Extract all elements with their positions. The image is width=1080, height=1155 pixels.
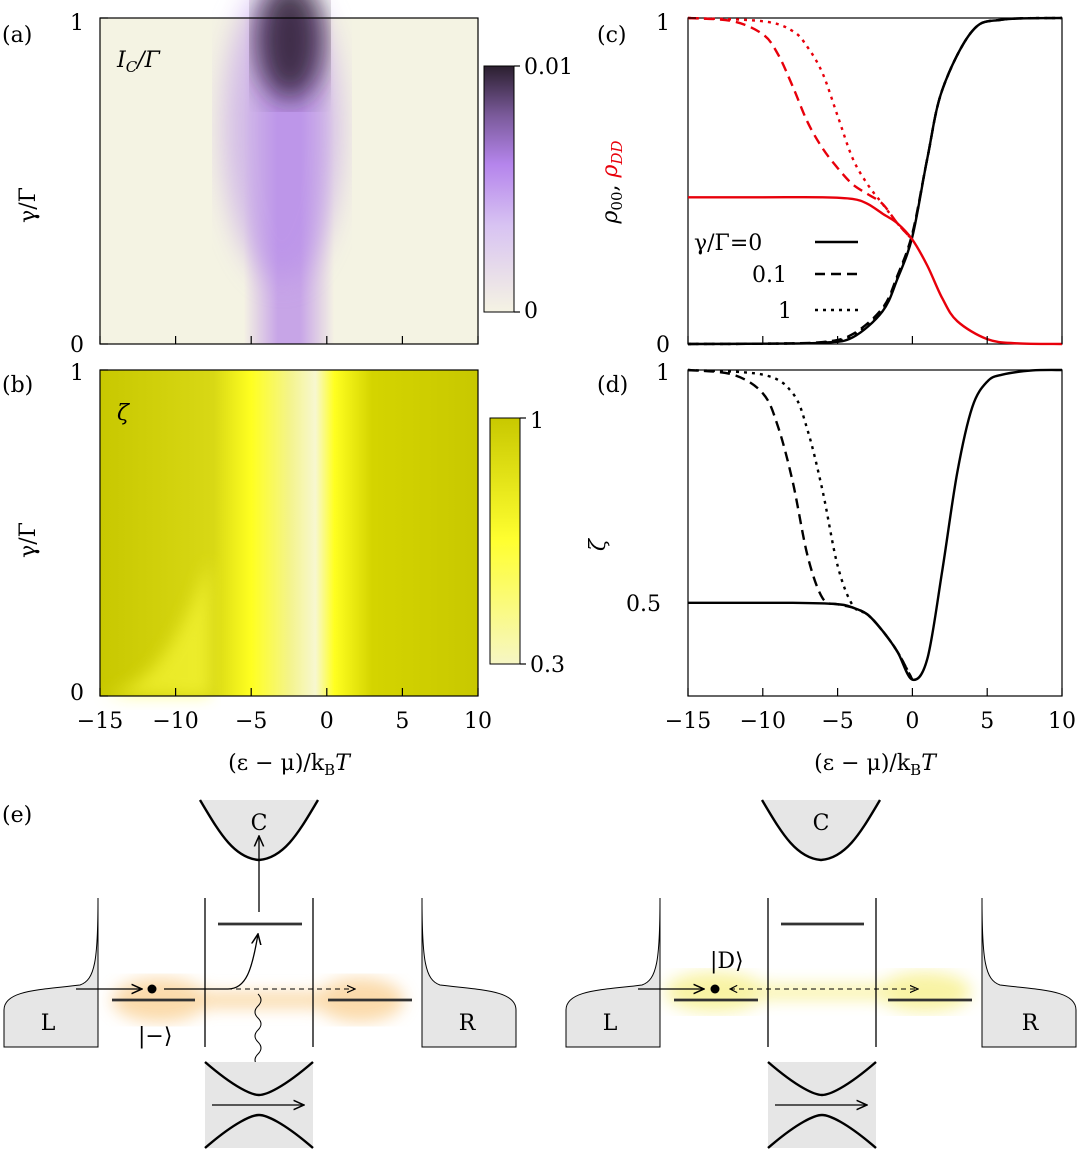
legend-c: γ/Γ=0 0.1 1 bbox=[694, 231, 858, 324]
x-tick-label: −5 bbox=[821, 709, 853, 734]
y-label-b: γ/Γ bbox=[16, 522, 41, 558]
series-line-c-4 bbox=[687, 16, 914, 241]
y-label-d: ζ bbox=[586, 537, 611, 551]
lead-R-left: R bbox=[459, 1011, 477, 1036]
panel-d: 1 0.5 ζ −15 −10 −5 0 5 10 (ε − μ)/kBT bbox=[586, 361, 1076, 779]
y-ticks-a: 1 0 bbox=[70, 11, 108, 358]
state-label-left: |−⟩ bbox=[138, 1024, 172, 1049]
series-line-c-2 bbox=[687, 16, 1063, 346]
colorbar-a-min: 0 bbox=[524, 299, 538, 324]
series-line-d-1 bbox=[687, 368, 914, 681]
y-ticks-b: 1 0 bbox=[70, 361, 108, 706]
series-line-c-1 bbox=[687, 16, 1063, 346]
series-line-c-5 bbox=[687, 16, 914, 241]
y-label-c: ρ00, ρDD bbox=[598, 140, 626, 224]
inset-label-b: ζ bbox=[117, 401, 131, 426]
legend-entry-2: 1 bbox=[778, 299, 792, 324]
x-tick-label: 10 bbox=[464, 709, 492, 734]
y-tick-c-0: 0 bbox=[656, 333, 670, 358]
series-line-d-0 bbox=[687, 368, 1063, 682]
series-line-c-3 bbox=[687, 195, 1063, 346]
cavity-label-right: C bbox=[813, 811, 830, 836]
colorbar-a bbox=[483, 65, 515, 313]
x-tick-label: 0 bbox=[320, 709, 334, 734]
y-ticks-c: 1 0 bbox=[656, 11, 696, 358]
legend-entry-1: 0.1 bbox=[752, 263, 787, 288]
colorbar-a-max: 0.01 bbox=[524, 55, 573, 80]
y-tick-a-1: 1 bbox=[70, 11, 84, 36]
y-label-a: γ/Γ bbox=[16, 187, 41, 223]
series-line-d-2 bbox=[687, 368, 914, 681]
legend-entry-0: γ/Γ=0 bbox=[694, 231, 762, 256]
panel-label-a: (a) bbox=[2, 23, 32, 48]
x-label-b: (ε − μ)/kBT bbox=[228, 751, 352, 779]
x-tick-label: 5 bbox=[395, 709, 409, 734]
y-tick-c-1: 1 bbox=[656, 11, 670, 36]
x-tick-label: −5 bbox=[235, 709, 267, 734]
lead-R-right: R bbox=[1022, 1011, 1040, 1036]
colorbar-b-min: 0.3 bbox=[530, 653, 565, 678]
lead-L-right: L bbox=[603, 1011, 618, 1036]
panel-label-d: (d) bbox=[597, 373, 628, 398]
heatmap-a-peak bbox=[256, 0, 324, 100]
x-tick-label: 10 bbox=[1048, 709, 1076, 734]
x-tick-label: −10 bbox=[152, 709, 198, 734]
x-tick-label: −15 bbox=[665, 709, 711, 734]
state-label-right: |D⟩ bbox=[710, 949, 744, 974]
lead-L-left: L bbox=[41, 1011, 56, 1036]
y-tick-d-1: 1 bbox=[656, 361, 670, 386]
panel-e-left: C L R |−⟩ bbox=[3, 799, 517, 1149]
y-tick-d-05: 0.5 bbox=[626, 592, 661, 617]
x-tick-label: −10 bbox=[740, 709, 786, 734]
y-tick-b-0: 0 bbox=[70, 681, 84, 706]
y-tick-b-1: 1 bbox=[70, 361, 84, 386]
frame-d bbox=[687, 369, 1063, 697]
x-tick-label: −15 bbox=[77, 709, 123, 734]
series-line-c-0 bbox=[687, 16, 1063, 346]
panel-c: 1 0 ρ00, ρDD γ/Γ=0 0.1 1 bbox=[598, 11, 1063, 358]
frame-c bbox=[687, 17, 1063, 345]
inset-label-a: IC/Γ bbox=[116, 48, 161, 76]
panel-e-right: C L R |D⟩ bbox=[565, 799, 1077, 1149]
heatmap-b bbox=[100, 370, 478, 696]
x-tick-label: 0 bbox=[905, 709, 919, 734]
frame-b bbox=[99, 369, 479, 697]
y-tick-a-0: 0 bbox=[70, 333, 84, 358]
panel-label-c: (c) bbox=[597, 23, 627, 48]
panel-a: IC/Γ 1 0 γ/Γ 0.01 0 bbox=[16, 0, 573, 358]
x-label-d: (ε − μ)/kBT bbox=[814, 751, 938, 779]
x-tick-label: 5 bbox=[980, 709, 994, 734]
y-ticks-d: 1 0.5 bbox=[626, 361, 696, 617]
colorbar-b-max: 1 bbox=[530, 409, 544, 434]
frame-a bbox=[99, 17, 479, 345]
panel-label-e: (e) bbox=[2, 803, 32, 828]
colorbar-b bbox=[489, 417, 521, 665]
cavity-label-left: C bbox=[251, 811, 268, 836]
panel-label-b: (b) bbox=[2, 373, 33, 398]
